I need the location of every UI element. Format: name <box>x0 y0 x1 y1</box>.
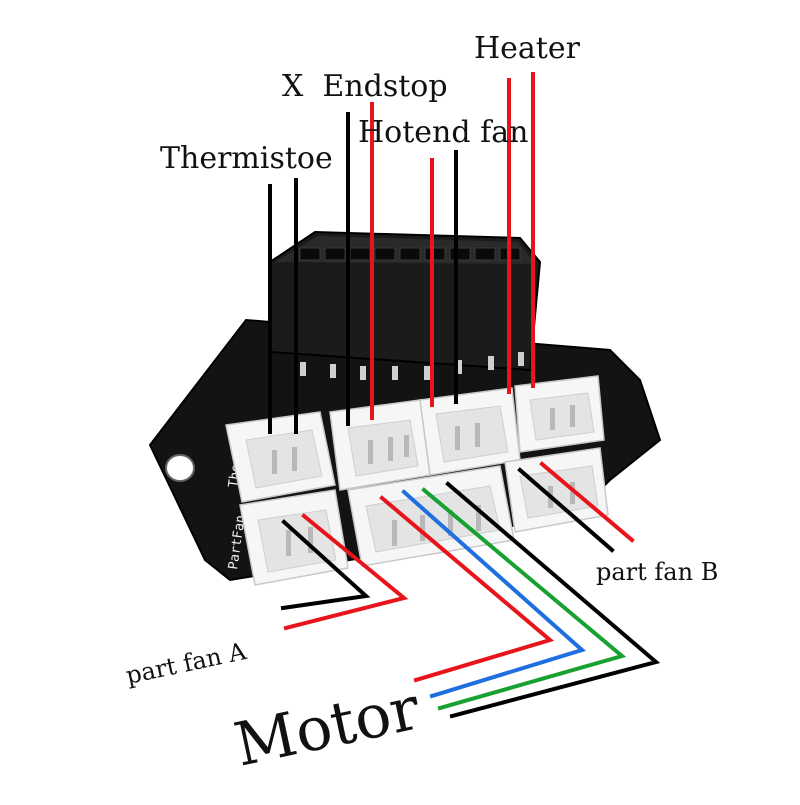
jst-connector-hotend-fan[interactable] <box>419 387 521 476</box>
main-connector-slots <box>299 247 521 261</box>
mounting-hole <box>165 454 195 482</box>
jst-connector-therm[interactable] <box>225 411 336 503</box>
wire-part-fan-a-red <box>283 513 409 631</box>
wire-motor-green <box>421 487 627 711</box>
label-hotend-fan: Hotend fan <box>358 115 528 150</box>
wire-part-fan-a-black <box>280 519 371 611</box>
jst-connector-heater[interactable] <box>514 375 605 453</box>
wire-part-fan-b-red <box>539 461 635 543</box>
wire-motor-black <box>445 481 661 719</box>
jst-connector-part-fan-b[interactable] <box>504 447 609 533</box>
label-thermistor: Thermistoe <box>160 141 333 176</box>
label-x-endstop: X Endstop <box>282 69 448 104</box>
main-connector <box>269 230 542 380</box>
wires <box>268 72 661 719</box>
wire-motor-red <box>379 495 555 683</box>
label-motor: Motor <box>229 673 426 780</box>
jst-connector-motor[interactable] <box>347 465 515 567</box>
wire-part-fan-b-black <box>517 467 615 553</box>
label-heater: Heater <box>474 31 581 66</box>
wire-motor-blue <box>401 489 586 699</box>
jst-connector-x-endstop[interactable] <box>329 399 431 491</box>
label-part-fan-b: part fan B <box>596 558 718 586</box>
main-connector-pins <box>300 352 524 380</box>
label-part-fan-a: part fan A <box>123 637 249 690</box>
